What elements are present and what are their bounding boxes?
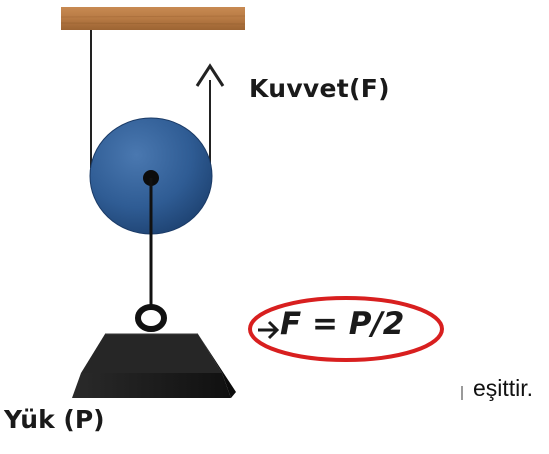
tail-text: eşittir.	[473, 375, 534, 401]
force-label: Kuvvet(F)	[249, 74, 390, 103]
weight-hook	[135, 304, 167, 332]
formula-text: F = P/2	[280, 306, 405, 342]
text-fragment-mark	[461, 386, 463, 400]
ceiling-beam	[60, 7, 246, 30]
right-arrow-icon	[258, 320, 280, 340]
up-arrow-icon	[195, 63, 225, 87]
load-label: Yük (P)	[4, 405, 105, 434]
formula-ring	[248, 296, 444, 362]
weight-block	[72, 333, 236, 398]
